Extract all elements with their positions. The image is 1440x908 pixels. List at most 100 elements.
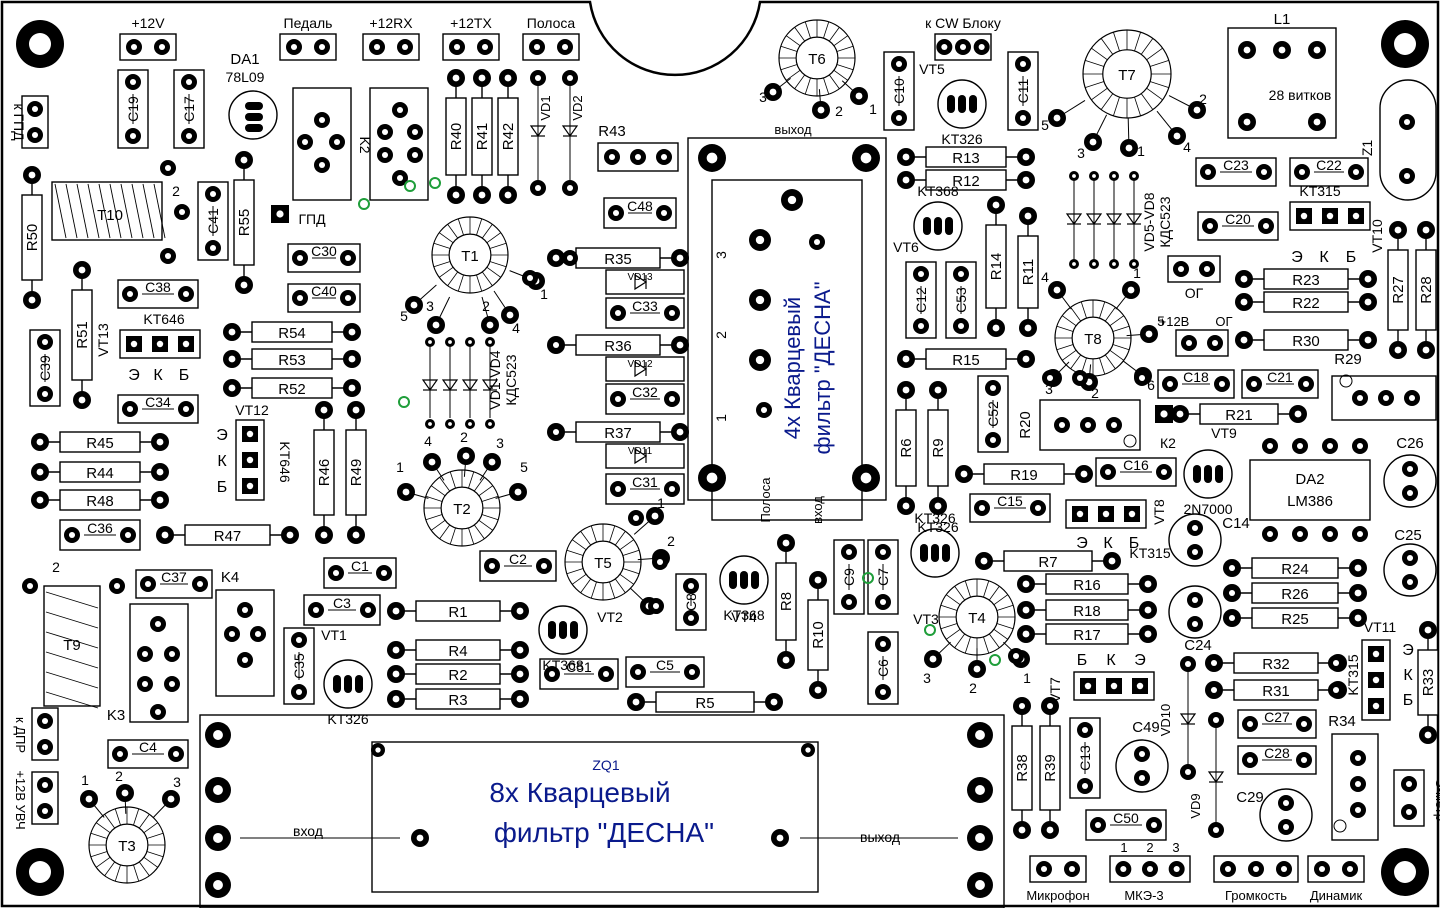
- pad-hole: [410, 301, 418, 309]
- silk-label: VD1-VD4: [487, 350, 503, 409]
- pad-hole: [486, 321, 494, 329]
- connector-outline: [279, 33, 337, 61]
- pad-hole: [548, 670, 556, 678]
- capacitor-outline: [603, 197, 677, 229]
- silk-label: 4x Кварцевый: [780, 297, 805, 439]
- connector-band: Полоса: [522, 15, 580, 61]
- pad-hole: [941, 43, 948, 51]
- ic-pad: [245, 124, 263, 132]
- pad-hole: [296, 254, 304, 262]
- pad-hole: [1076, 510, 1084, 518]
- silk-label: C52: [985, 401, 1001, 427]
- silk-label: R22: [1292, 295, 1320, 312]
- pad-hole: [1072, 262, 1076, 266]
- resistor-body: [983, 463, 1065, 485]
- capacitor-c37: C37: [135, 569, 213, 599]
- capacitor-outline: [605, 383, 685, 415]
- resistor-r14: R14: [985, 196, 1007, 337]
- pad-hole: [917, 322, 925, 330]
- silk-label: C12: [913, 287, 929, 313]
- pad-hole: [817, 106, 825, 114]
- connector-volume: [1213, 855, 1299, 883]
- pad-hole: [1034, 504, 1042, 512]
- pad-hole: [241, 656, 249, 664]
- pad-hole: [1212, 826, 1220, 834]
- pad-hole: [1300, 756, 1308, 764]
- pad-hole: [36, 468, 44, 476]
- resistor-body: [59, 431, 141, 453]
- pad-hole: [332, 569, 340, 577]
- capacitor-outline: [1085, 809, 1167, 841]
- silk-line: [478, 485, 493, 497]
- silk-label: R25: [1281, 611, 1309, 628]
- capacitor-outline: [135, 569, 213, 599]
- pad-hole: [975, 730, 985, 740]
- pad-hole: [1332, 686, 1340, 694]
- capacitor-outline: [107, 739, 189, 769]
- resistor-body: [1251, 557, 1339, 579]
- pad-hole: [687, 614, 695, 622]
- resistor-r41: R41: [471, 69, 493, 204]
- transistor-outline: [910, 528, 960, 578]
- pad-hole: [246, 430, 254, 438]
- capacitor-outline: [625, 656, 705, 688]
- silk-line: [993, 628, 1008, 640]
- silk-label: ZQ1: [592, 757, 619, 773]
- resistor-r23: R23: [1235, 268, 1377, 290]
- pad-hole: [814, 576, 822, 584]
- pad-hole: [895, 114, 903, 122]
- silk-label: 3: [426, 298, 434, 314]
- silk-label: 5: [1041, 117, 1049, 133]
- pad-hole: [228, 630, 236, 638]
- silk-label: Z1: [1359, 140, 1375, 157]
- connector-pedal: Педаль: [279, 15, 337, 61]
- pad-hole: [1298, 168, 1306, 176]
- pad-hole: [975, 785, 985, 795]
- pad-hole: [1024, 212, 1032, 220]
- silk-label: R40: [448, 123, 465, 151]
- pad-hole: [1302, 380, 1310, 388]
- pad-hole: [516, 695, 524, 703]
- pad-hole: [209, 244, 217, 252]
- resistor-r55: R55: [233, 151, 255, 294]
- silk-label: C36: [87, 520, 113, 536]
- pad-hole: [1354, 589, 1362, 597]
- resistor-body: [71, 289, 93, 381]
- pad-hole: [1177, 265, 1185, 273]
- resistor-body: [497, 97, 519, 176]
- connector-outline: [1029, 855, 1087, 883]
- capacitor-c12: C12: [905, 261, 937, 339]
- pad-hole: [1346, 865, 1354, 873]
- silk-line: [486, 266, 501, 278]
- resistor-r48: R48: [31, 489, 169, 511]
- capacitor-outline: [479, 550, 557, 582]
- silk-line: [425, 495, 443, 502]
- silk-label: R29: [1334, 351, 1362, 368]
- silk-label: +12В УВЧ: [13, 770, 28, 829]
- pad-hole: [504, 191, 512, 199]
- pad-hole: [428, 340, 432, 344]
- silk-line: [1085, 81, 1105, 88]
- transistor-pad: [751, 571, 759, 589]
- pad-hole: [992, 201, 1000, 209]
- pad-hole: [540, 562, 548, 570]
- pad-hole: [85, 795, 93, 803]
- pad-hole: [141, 680, 149, 688]
- resistor-body: [251, 321, 333, 343]
- silk-label: R28: [1418, 276, 1435, 304]
- silk-label: C34: [145, 394, 171, 410]
- capacitor-outline: [1289, 157, 1369, 187]
- resistor-r45: R45: [31, 431, 169, 453]
- capacitor-outline: [1069, 717, 1101, 799]
- silk-label: C9: [841, 568, 857, 586]
- pad-hole: [1282, 799, 1290, 807]
- resistor-body: [1045, 599, 1129, 621]
- pad-hole: [172, 750, 180, 758]
- pad-hole: [240, 281, 248, 289]
- mounting-hole-center: [1394, 33, 1416, 55]
- silk-label: KT326: [914, 510, 955, 526]
- resistor-body: [655, 691, 755, 713]
- pad-hole: [375, 747, 381, 753]
